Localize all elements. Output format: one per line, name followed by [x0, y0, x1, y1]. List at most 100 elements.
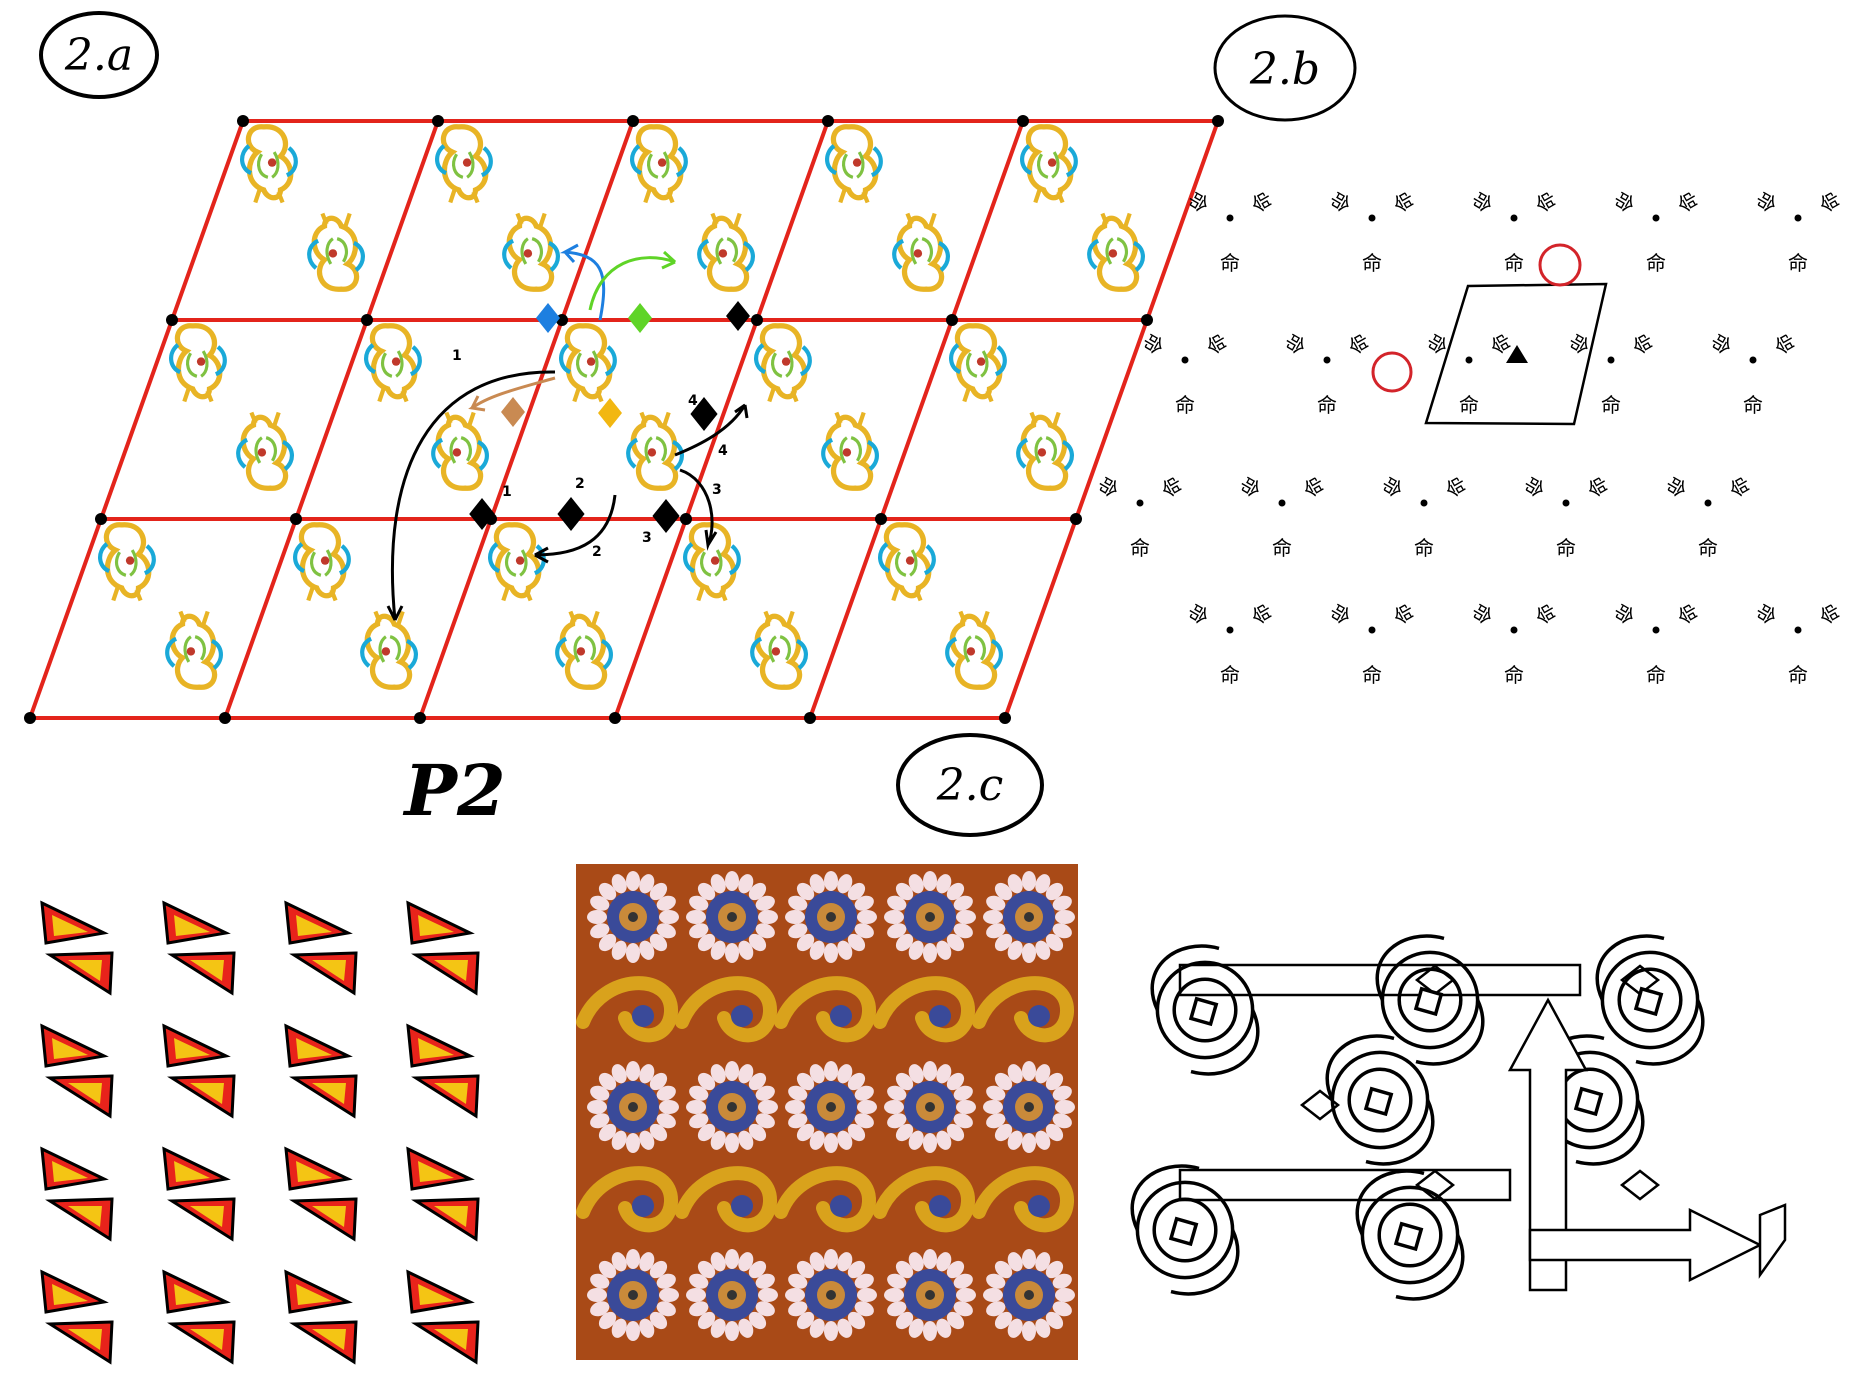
- motif-rotated: [752, 612, 806, 688]
- flower-center: [727, 1290, 737, 1300]
- flower-petal: [725, 943, 739, 963]
- flower-petal: [1052, 1113, 1072, 1129]
- flower-petal: [686, 1288, 706, 1302]
- flower-petal: [946, 1311, 965, 1330]
- flower-petal: [824, 1321, 838, 1341]
- flower-and-scroll-tile: [576, 864, 1078, 1360]
- flower-center: [1024, 1290, 1034, 1300]
- motif-upright: [295, 525, 349, 601]
- motif-rotated: [557, 612, 611, 688]
- motif-upright: [171, 326, 225, 402]
- flower-petal: [748, 1072, 767, 1091]
- triangle-upper-inner: [418, 1038, 454, 1059]
- flower-petal: [1045, 933, 1064, 952]
- flower-petal: [986, 895, 1006, 911]
- motif-upright: [756, 326, 810, 402]
- motif-upright: [100, 525, 154, 601]
- flower-petal: [639, 1252, 655, 1272]
- flower-petal: [748, 933, 767, 952]
- swirl-knot: [1375, 934, 1485, 1066]
- flower-petal: [1045, 1260, 1064, 1279]
- scroll-wave: [774, 1166, 876, 1233]
- scroll-dot: [1028, 1005, 1050, 1027]
- flower-rosette: [785, 1061, 877, 1153]
- flower-petal: [895, 1123, 914, 1142]
- flower-petal: [986, 1113, 1006, 1129]
- highlight-circle: [1371, 351, 1413, 393]
- triangle-lower: [411, 951, 480, 996]
- scroll-dot: [929, 1005, 951, 1027]
- triangle-lower-inner: [68, 1083, 102, 1104]
- triangle-lower-inner: [190, 1083, 224, 1104]
- flower-petal: [649, 1311, 668, 1330]
- rotation-point: [1368, 214, 1376, 222]
- flower-petal: [824, 1249, 838, 1269]
- flower-petal: [837, 1064, 853, 1084]
- flower-petal: [994, 933, 1013, 952]
- triangle-lower-inner: [312, 1329, 346, 1350]
- flower-petal: [626, 1321, 640, 1341]
- flower-petal: [854, 1085, 874, 1101]
- triangle-lower-inner: [312, 1083, 346, 1104]
- lattice-vertex: [219, 712, 231, 724]
- flower-petal: [809, 1318, 825, 1338]
- flower-petal: [1022, 1321, 1036, 1341]
- flower-petal: [697, 1260, 716, 1279]
- rotation-point: [1704, 499, 1712, 507]
- flower-petal: [923, 1321, 937, 1341]
- motif-upright: [561, 326, 615, 402]
- flower-petal: [598, 1123, 617, 1142]
- flower-petal: [1045, 882, 1064, 901]
- flower-petal: [656, 1273, 676, 1289]
- flower-petal: [946, 882, 965, 901]
- scroll-dot: [731, 1005, 753, 1027]
- flower-petal: [986, 1273, 1006, 1289]
- motif-rotated: [894, 214, 948, 290]
- triangle-upper: [284, 1146, 353, 1191]
- flower-petal: [854, 1273, 874, 1289]
- lattice-glyph: 命: [1175, 393, 1195, 417]
- flower-petal: [587, 1288, 607, 1302]
- flower-petal: [887, 1085, 907, 1101]
- flower-petal: [895, 1311, 914, 1330]
- motif-upright: [951, 326, 1005, 402]
- lattice-glyph: 命: [1093, 472, 1124, 501]
- motif-rotated: [362, 612, 416, 688]
- lattice-glyph: 命: [1157, 472, 1188, 501]
- flower-petal: [953, 1113, 973, 1129]
- arrow-number: 2: [575, 476, 585, 492]
- lattice-glyph: 命: [1698, 536, 1718, 560]
- flower-petal: [1007, 874, 1023, 894]
- flower-petal: [649, 1123, 668, 1142]
- rotation-center-black-icon: [652, 499, 680, 533]
- flower-petal: [936, 940, 952, 960]
- lattice-vertex: [1017, 115, 1029, 127]
- rotation-point: [1652, 214, 1660, 222]
- flower-center: [925, 1290, 935, 1300]
- flower-rosette: [884, 1249, 976, 1341]
- lattice-vertex: [361, 314, 373, 326]
- lattice-column-line: [613, 120, 830, 719]
- flower-petal: [1022, 1249, 1036, 1269]
- triangle-upper-inner: [418, 1161, 454, 1182]
- flower-petal: [697, 1123, 716, 1142]
- flower-petal: [725, 1321, 739, 1341]
- flower-petal: [611, 1130, 627, 1150]
- flower-petal: [626, 1249, 640, 1269]
- flower-petal: [626, 1061, 640, 1081]
- lattice-vertex: [946, 314, 958, 326]
- triangle-lower-inner: [190, 1329, 224, 1350]
- panel-2a-label: 2.a: [64, 30, 133, 81]
- flower-petal: [755, 1273, 775, 1289]
- arrow-number: 3: [712, 482, 722, 498]
- flower-petal: [895, 933, 914, 952]
- flower-rosette: [785, 1249, 877, 1341]
- flower-petal: [725, 1249, 739, 1269]
- flower-petal: [809, 1130, 825, 1150]
- triangle-upper-inner: [418, 915, 454, 936]
- flower-petal: [689, 923, 709, 939]
- arrow-number: 2: [592, 544, 602, 560]
- flower-petal: [946, 1072, 965, 1091]
- arrow-number: 1: [452, 348, 462, 364]
- flower-petal: [686, 1100, 706, 1114]
